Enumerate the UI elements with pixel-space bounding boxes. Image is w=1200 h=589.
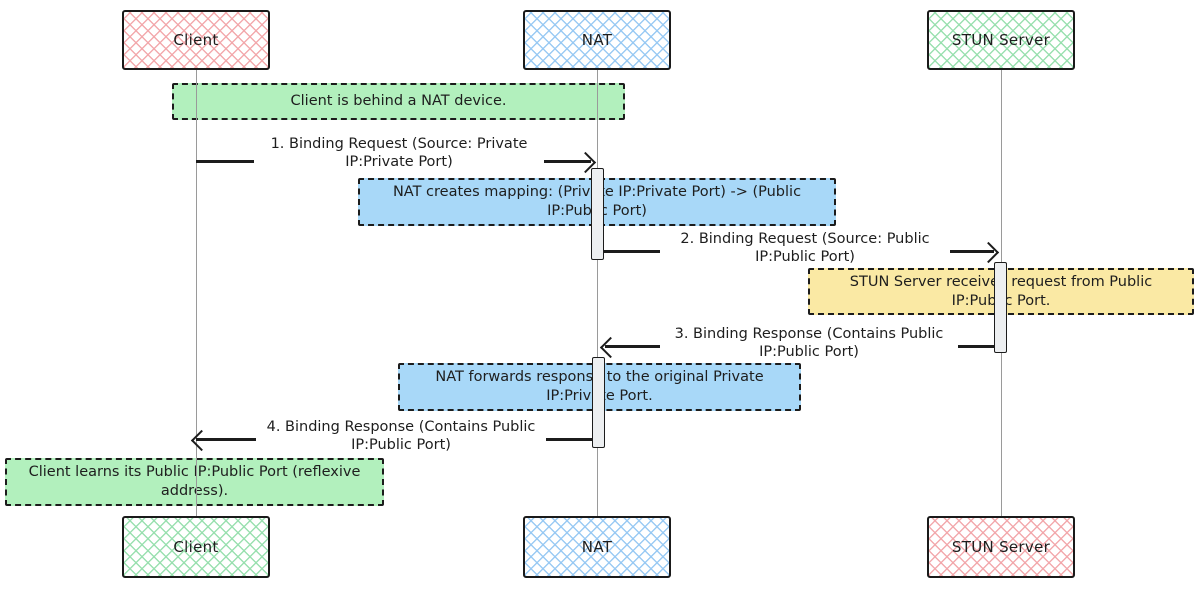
arrowhead-left-icon xyxy=(190,429,213,451)
actor-top-client: Client xyxy=(122,10,270,70)
note-text: Client learns its Public IP:Public Port … xyxy=(28,464,361,499)
lifeline-nat xyxy=(596,70,598,517)
message-3-label: 3. Binding Response (Contains Public IP:… xyxy=(660,326,958,362)
actor-label: Client xyxy=(173,538,219,556)
note-text: Client is behind a NAT device. xyxy=(290,93,507,110)
message-4-label: 4. Binding Response (Contains Public IP:… xyxy=(256,419,546,455)
actor-label: STUN Server xyxy=(951,538,1051,556)
message-1-label: 1. Binding Request (Source: Private IP:P… xyxy=(254,136,544,172)
arrowhead-right-icon xyxy=(977,241,1000,263)
actor-label: Client xyxy=(173,31,219,49)
activation-bar-nat-1 xyxy=(591,168,604,260)
actor-label: NAT xyxy=(581,31,613,49)
actor-top-stun-server: STUN Server xyxy=(927,10,1075,70)
message-2-label: 2. Binding Request (Source: Public IP:Pu… xyxy=(660,231,950,267)
actor-label: NAT xyxy=(581,538,613,556)
actor-top-nat: NAT xyxy=(523,10,671,70)
lifeline-client xyxy=(195,70,197,517)
arrowhead-left-icon xyxy=(599,336,622,358)
actor-bottom-stun-server: STUN Server xyxy=(927,516,1075,578)
actor-bottom-nat: NAT xyxy=(523,516,671,578)
activation-bar-stun-server xyxy=(994,262,1007,353)
actor-label: STUN Server xyxy=(951,31,1051,49)
note-client-learns-public-ip: Client learns its Public IP:Public Port … xyxy=(5,458,384,506)
activation-bar-nat-2 xyxy=(592,357,605,448)
note-client-behind-nat: Client is behind a NAT device. xyxy=(172,83,625,120)
actor-bottom-client: Client xyxy=(122,516,270,578)
